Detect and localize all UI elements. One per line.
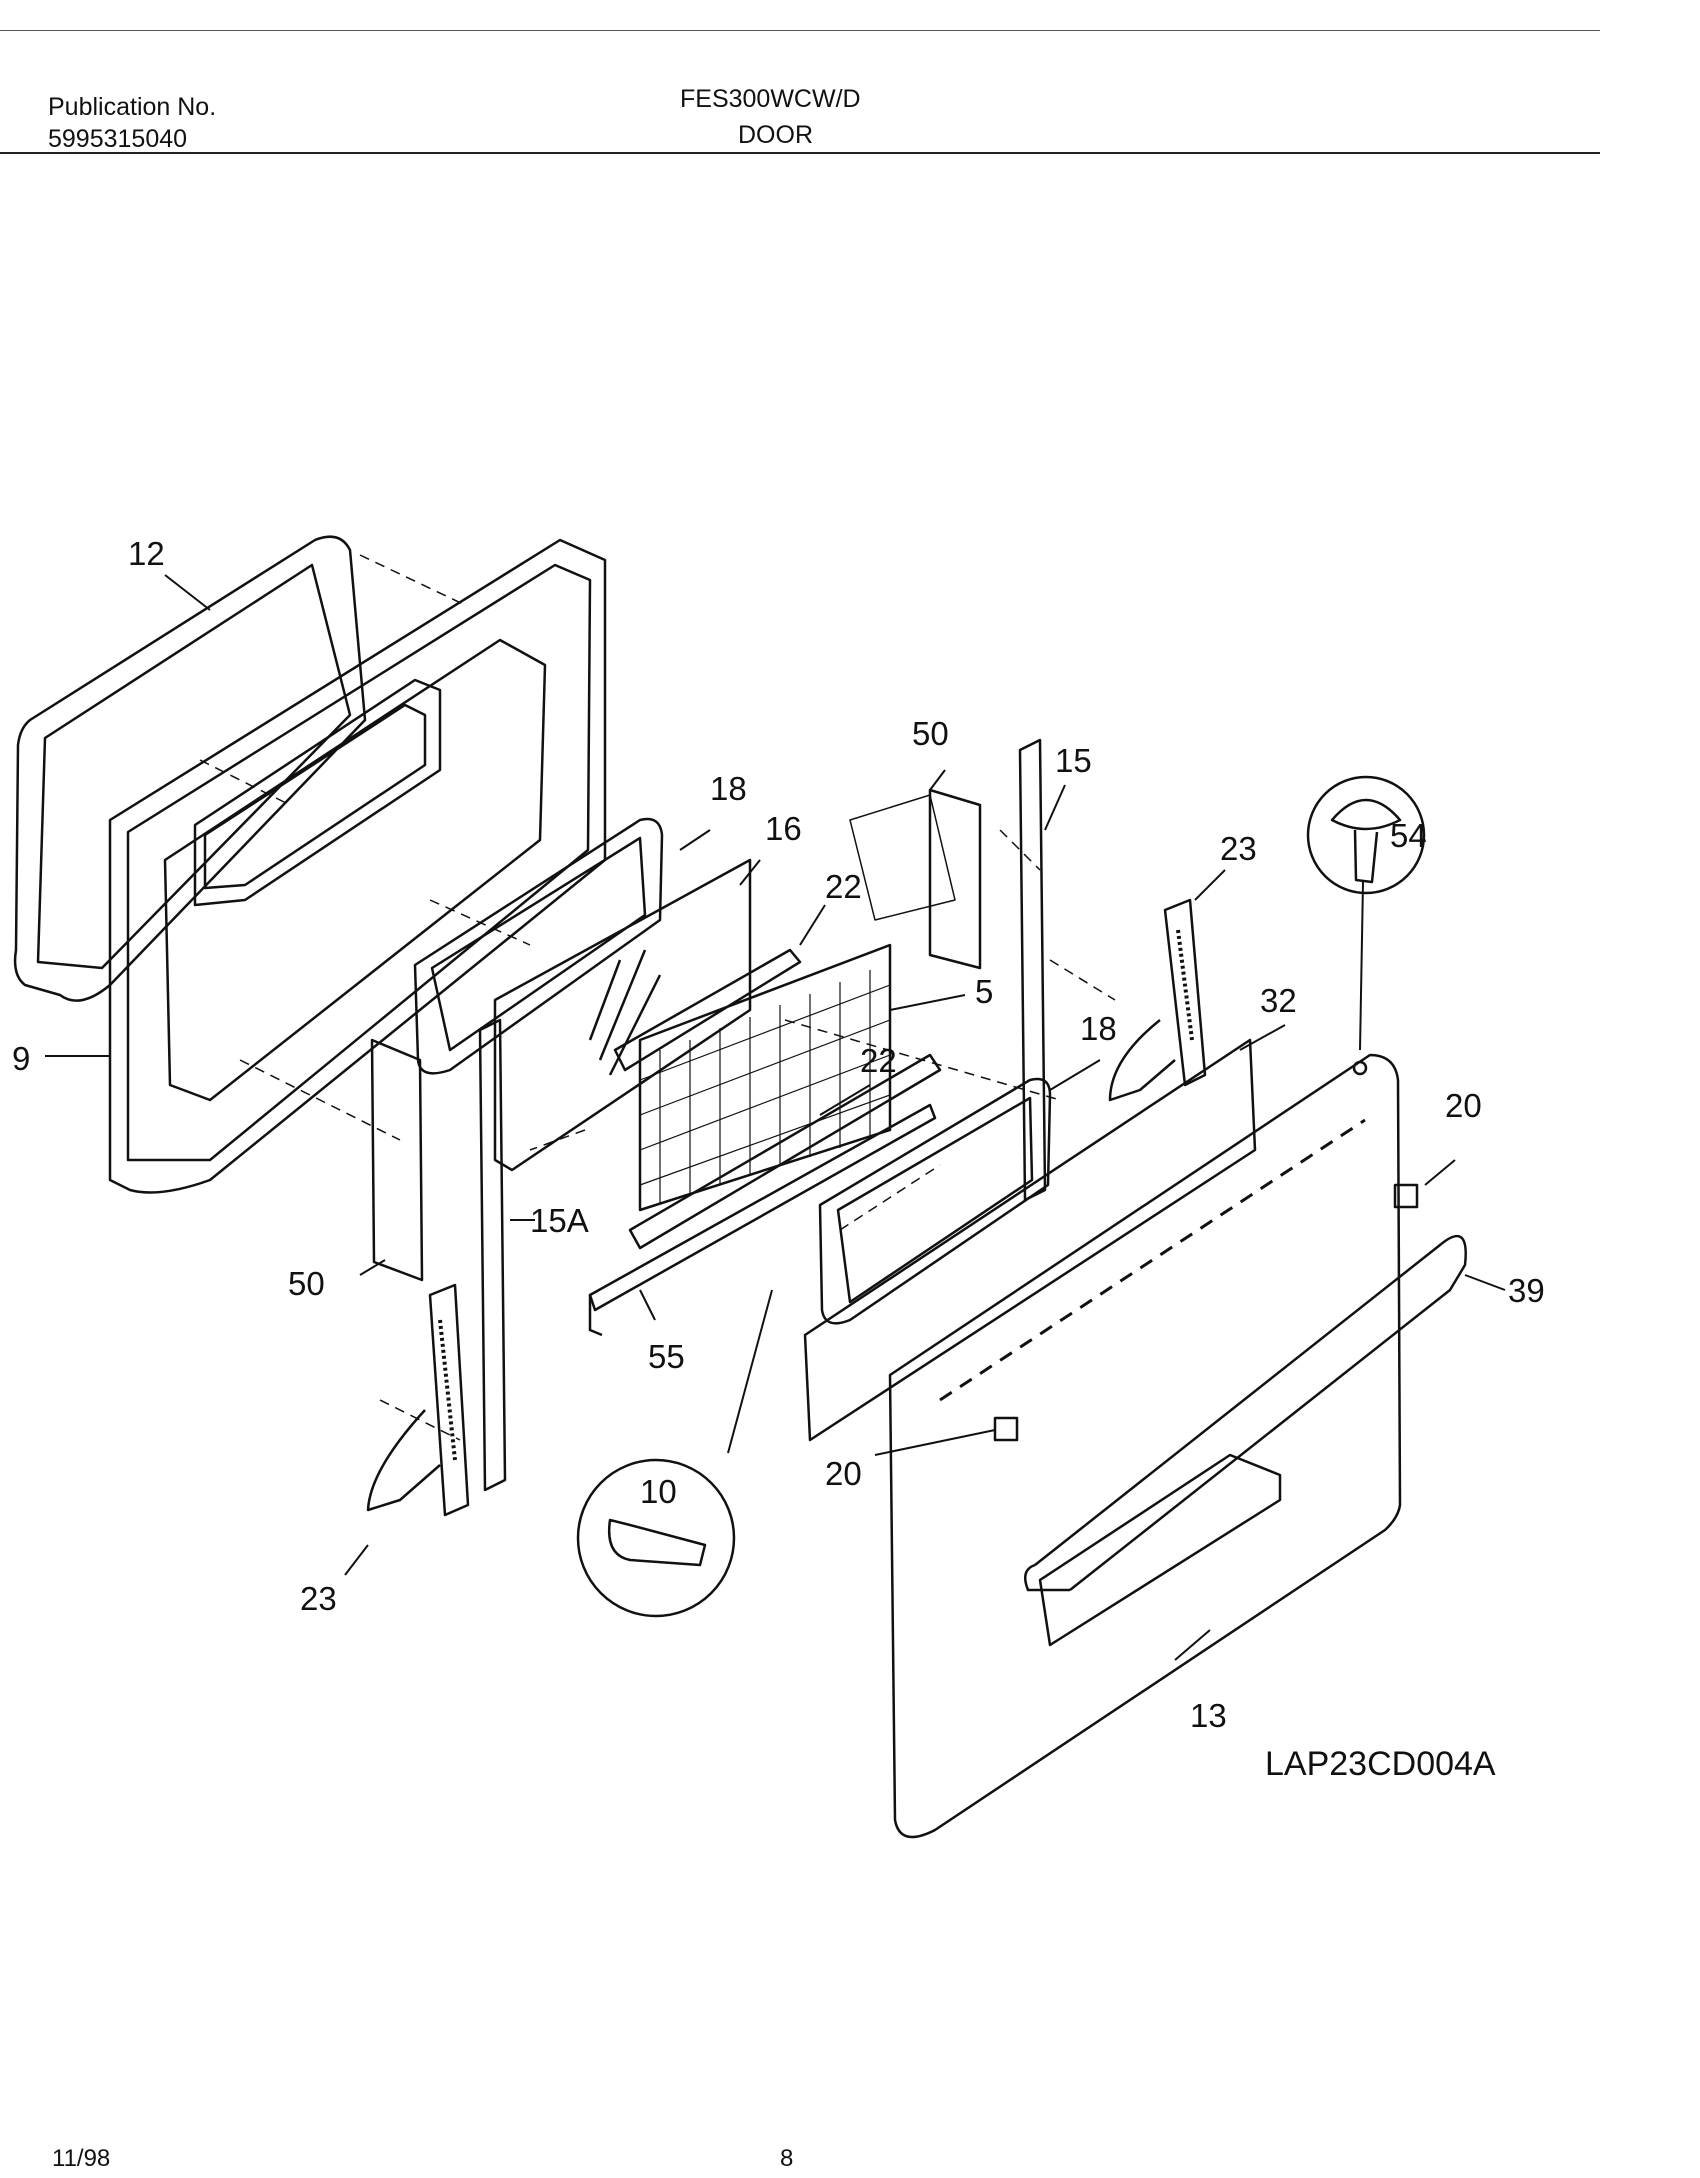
model-number: FES300WCW/D xyxy=(680,85,861,113)
part-18-window-gasket-upper xyxy=(413,817,664,1075)
part-20-endcap-left xyxy=(993,1416,1019,1442)
header-rule xyxy=(0,152,1600,154)
part-54-screw-detail xyxy=(1306,775,1426,1076)
callout-12: 12 xyxy=(128,535,165,572)
callout-15a: 15A xyxy=(530,1202,589,1239)
callout-50-upper: 50 xyxy=(912,715,949,752)
part-10-screw-detail xyxy=(576,1289,773,1618)
part-22-bracket-lower xyxy=(628,1053,942,1250)
part-15-channel-right xyxy=(1018,738,1047,1202)
part-22-bracket-upper xyxy=(613,948,802,1072)
part-15a-channel-left xyxy=(478,1018,507,1492)
callout-50-lower: 50 xyxy=(288,1265,325,1302)
callout-20-right: 20 xyxy=(1445,1087,1482,1124)
callout-13: 13 xyxy=(1190,1697,1227,1734)
callout-22-lower: 22 xyxy=(860,1042,897,1079)
part-55-bottom-channel xyxy=(588,1103,937,1337)
callout-5: 5 xyxy=(975,973,993,1010)
callout-32: 32 xyxy=(1260,982,1297,1019)
leader-lines xyxy=(45,574,1506,1661)
part-13-outer-door xyxy=(888,1053,1402,1839)
assembly-lines xyxy=(199,554,1116,1441)
part-18-window-gasket-lower xyxy=(818,1077,1052,1325)
callout-10: 10 xyxy=(640,1473,677,1510)
part-23-hinge-right xyxy=(1108,898,1207,1102)
callout-54: 54 xyxy=(1390,817,1427,854)
publication-number: 5995315040 xyxy=(48,125,188,153)
callout-39: 39 xyxy=(1508,1272,1545,1309)
callout-18-upper: 18 xyxy=(710,770,747,807)
part-39-handle xyxy=(1023,1234,1467,1592)
part-32-vent-panel xyxy=(803,1038,1257,1442)
part-12-gasket xyxy=(13,535,367,1002)
callout-15: 15 xyxy=(1055,742,1092,779)
callout-9: 9 xyxy=(12,1040,30,1077)
part-23-hinge-left xyxy=(366,1283,470,1517)
part-20-endcap-right xyxy=(1393,1183,1419,1209)
callout-23-right: 23 xyxy=(1220,830,1257,867)
part-50-shield-lower xyxy=(370,1038,424,1282)
callout-55: 55 xyxy=(648,1338,685,1375)
callout-23-left: 23 xyxy=(300,1580,337,1617)
publication-label: Publication No. xyxy=(48,93,217,121)
part-5-insulation xyxy=(638,943,892,1212)
part-50-shield-upper xyxy=(849,788,982,970)
footer-page-number: 8 xyxy=(780,2145,794,2172)
top-rule xyxy=(0,30,1600,31)
footer-date: 11/98 xyxy=(52,2145,111,2172)
drawing-reference-code: LAP23CD004A xyxy=(1265,1745,1496,1783)
section-title: DOOR xyxy=(738,121,813,149)
callout-22-upper: 22 xyxy=(825,868,862,905)
callout-18-lower: 18 xyxy=(1080,1010,1117,1047)
callout-20-left: 20 xyxy=(825,1455,862,1492)
part-16-glass xyxy=(493,858,752,1172)
callout-16: 16 xyxy=(765,810,802,847)
